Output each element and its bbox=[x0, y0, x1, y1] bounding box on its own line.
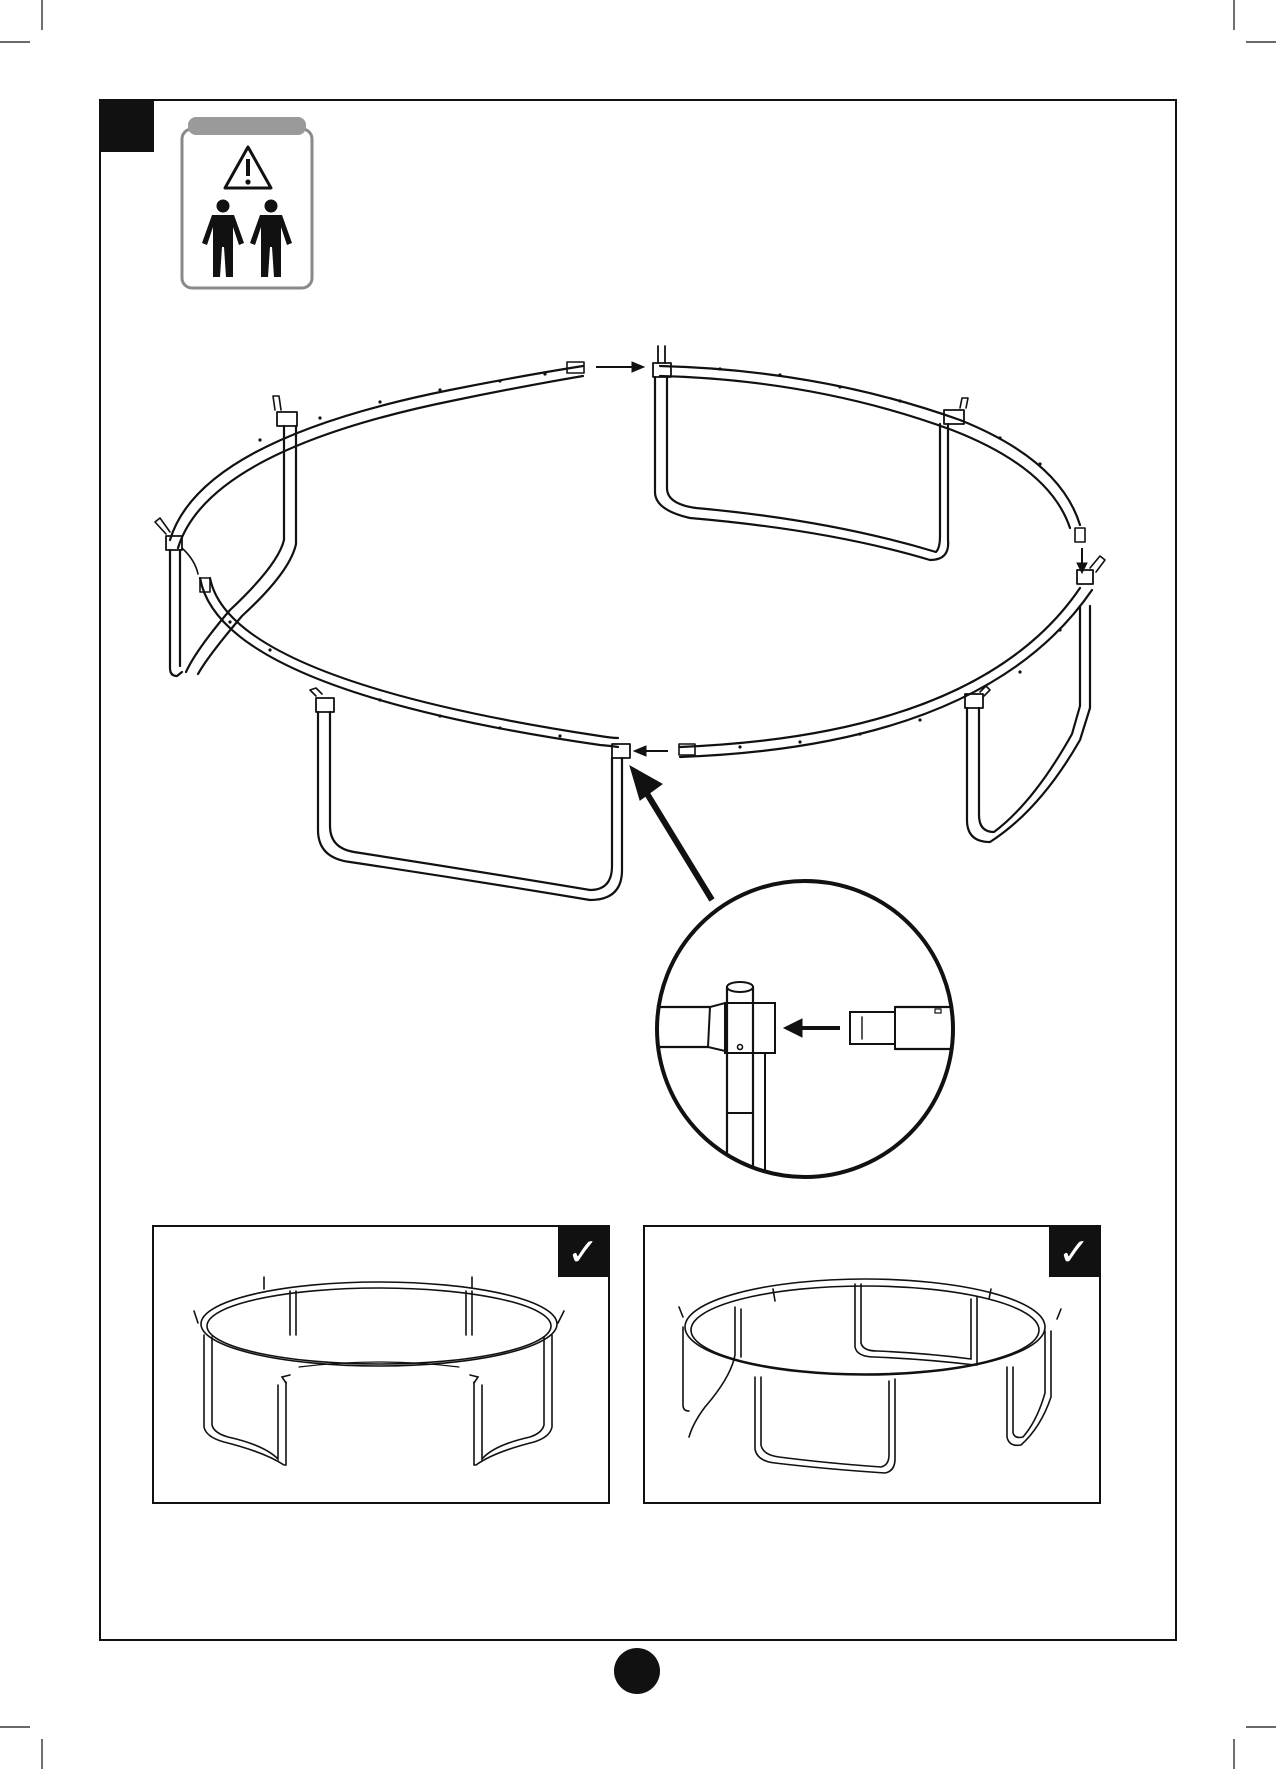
detail-callout bbox=[650, 877, 960, 1181]
example-panel-1: ✓ bbox=[152, 1225, 610, 1504]
example-panel-2: ✓ bbox=[643, 1225, 1101, 1504]
assembled-frame-thumbnail bbox=[154, 1227, 608, 1502]
page-number-circle bbox=[614, 1648, 660, 1694]
partial-frame-thumbnail bbox=[645, 1227, 1099, 1502]
